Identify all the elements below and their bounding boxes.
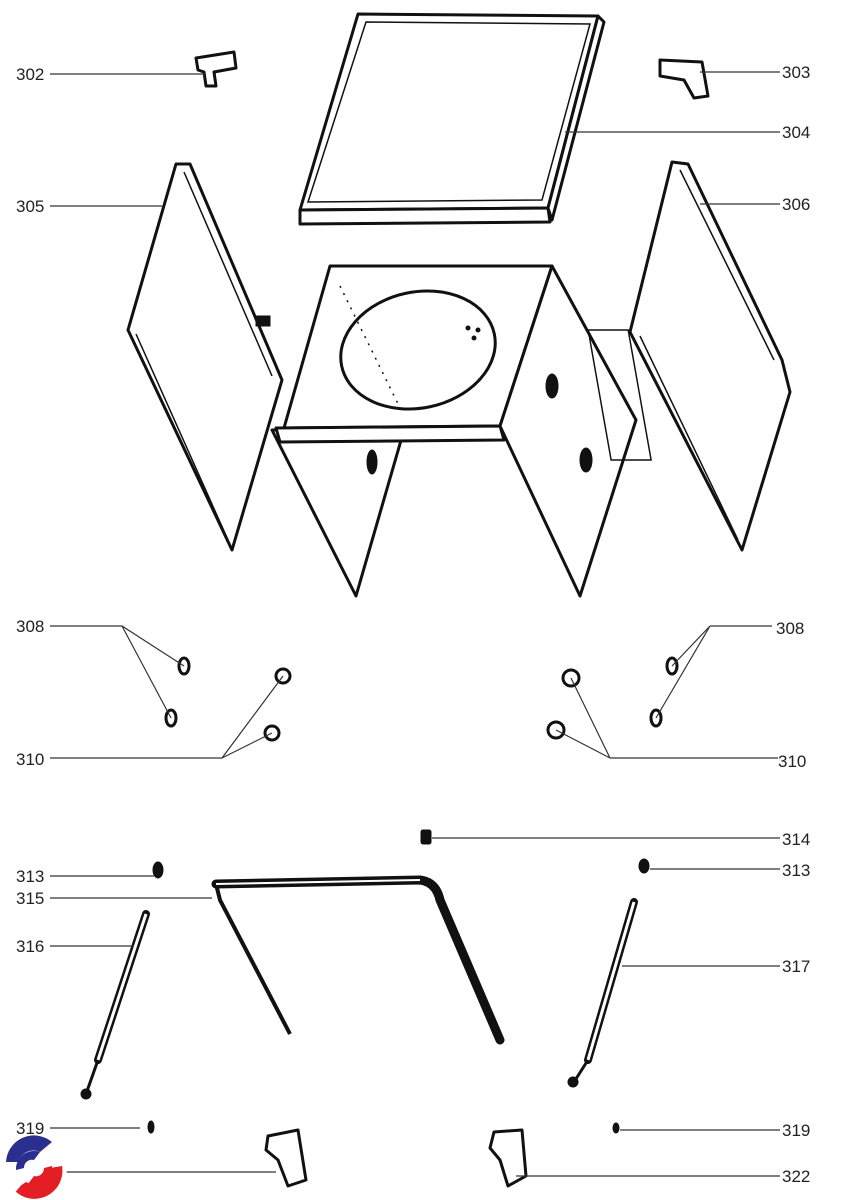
callout-303: 303 <box>782 63 810 82</box>
callout-310-right: 310 <box>778 752 806 771</box>
part-308-grommets <box>164 656 679 728</box>
brand-logo <box>1 1135 67 1200</box>
part-317-strut <box>567 898 638 1088</box>
part-313-clips <box>152 858 650 879</box>
part-322-hinges <box>264 1128 528 1188</box>
callout-305: 305 <box>16 197 44 216</box>
callout-313-right: 313 <box>782 861 810 880</box>
callout-308-left: 308 <box>16 617 44 636</box>
callout-316: 316 <box>16 937 44 956</box>
callout-322: 322 <box>782 1167 810 1186</box>
callout-304: 304 <box>782 123 810 142</box>
callout-313-left: 313 <box>16 867 44 886</box>
part-302-bracket <box>194 50 238 88</box>
part-cabinet-body <box>270 264 652 598</box>
part-305-left-panel <box>126 162 284 552</box>
part-316-strut <box>80 910 150 1100</box>
callout-308-right: 308 <box>776 619 804 638</box>
part-304-top-panel <box>298 12 606 226</box>
callout-302: 302 <box>16 65 44 84</box>
callout-317: 317 <box>782 957 810 976</box>
part-303-bracket <box>658 58 710 100</box>
callout-306: 306 <box>782 195 810 214</box>
part-306-right-panel <box>628 160 792 552</box>
callout-310-left: 310 <box>16 750 44 769</box>
part-314-clip <box>420 829 432 845</box>
callout-319-right: 319 <box>782 1121 810 1140</box>
callout-314: 314 <box>782 830 810 849</box>
callout-315: 315 <box>16 889 44 908</box>
callout-319-left: 319 <box>16 1119 44 1138</box>
leader-lines <box>50 71 780 1177</box>
part-319-pins <box>147 1120 620 1134</box>
part-315-door-gasket <box>211 875 505 1045</box>
part-310-bumpers <box>263 667 581 742</box>
